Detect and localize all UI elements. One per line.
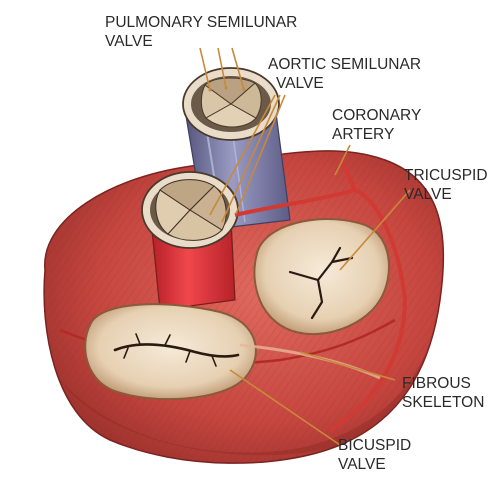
label-aortic-semilunar-valve: AORTIC SEMILUNAR VALVE (268, 55, 421, 93)
aortic-semilunar-valve (142, 172, 238, 248)
label-line-1: PULMONARY SEMILUNAR (105, 13, 297, 32)
label-tricuspid-valve: TRICUSPID VALVE (404, 166, 488, 204)
label-line-1: BICUSPID (338, 436, 411, 455)
label-line-1: CORONARY (332, 106, 421, 125)
bicuspid-valve (85, 304, 256, 399)
label-coronary-artery: CORONARY ARTERY (332, 106, 421, 144)
label-line-1: AORTIC SEMILUNAR (268, 55, 421, 74)
label-line-1: TRICUSPID (404, 166, 488, 185)
label-line-2: VALVE (404, 185, 488, 204)
label-line-2: VALVE (105, 32, 297, 51)
label-line-2: ARTERY (332, 125, 421, 144)
label-line-2: SKELETON (402, 393, 484, 412)
label-line-1: FIBROUS (402, 374, 484, 393)
label-pulmonary-semilunar-valve: PULMONARY SEMILUNAR VALVE (105, 13, 297, 51)
label-line-2: VALVE (338, 455, 411, 474)
label-fibrous-skeleton: FIBROUS SKELETON (402, 374, 484, 412)
label-line-2: VALVE (268, 74, 421, 93)
label-bicuspid-valve: BICUSPID VALVE (338, 436, 411, 474)
